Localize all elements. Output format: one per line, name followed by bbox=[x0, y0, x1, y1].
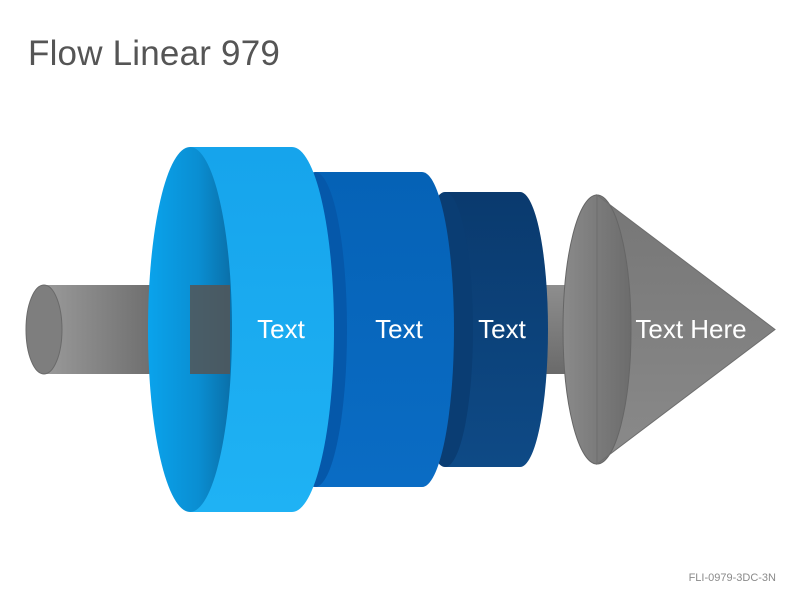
page-title: Flow Linear 979 bbox=[28, 34, 281, 73]
segment-1-label: Text bbox=[257, 314, 305, 344]
arrow-cone bbox=[562, 193, 776, 466]
arrow-label: Text Here bbox=[635, 314, 746, 344]
slide-code: FLI-0979-3DC-3N bbox=[688, 572, 776, 584]
segment-1 bbox=[148, 147, 334, 512]
segment-2-label: Text bbox=[375, 314, 423, 344]
segment-3-label: Text bbox=[478, 314, 526, 344]
